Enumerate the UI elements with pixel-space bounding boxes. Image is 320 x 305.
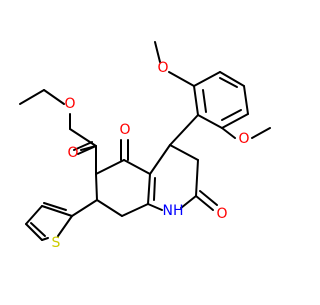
bond (221, 113, 249, 129)
bond (73, 141, 93, 151)
bond (180, 195, 197, 209)
bond (96, 199, 123, 217)
atom-labels: O O O O O O NH S (52, 60, 250, 251)
bond (69, 128, 97, 147)
bond (43, 89, 65, 105)
bond (199, 190, 218, 206)
bond (197, 114, 223, 129)
oxygen-atom-label: O (67, 145, 78, 161)
bond (243, 85, 249, 115)
bond (147, 203, 163, 211)
bond (193, 71, 221, 87)
bonds (19, 41, 271, 241)
bond (202, 89, 207, 113)
bond (121, 203, 149, 217)
nitrogen-atom-label: NH (163, 203, 184, 219)
bond (95, 159, 125, 175)
bond (71, 199, 98, 217)
bond (154, 41, 161, 63)
bond (221, 109, 242, 121)
bond (168, 71, 195, 87)
bond (19, 89, 45, 105)
bond (195, 195, 214, 211)
molecule-structure: O O O O O O NH S (19, 41, 271, 251)
bond (219, 77, 238, 88)
oxygen-atom-label: O (119, 122, 130, 138)
oxygen-atom-label: O (64, 96, 75, 112)
bond (153, 177, 156, 201)
bond (169, 144, 199, 161)
bond (25, 223, 43, 241)
bond (57, 215, 73, 237)
bond (221, 127, 236, 139)
bond (149, 144, 171, 175)
bond (147, 173, 151, 205)
oxygen-atom-label: O (157, 60, 168, 76)
oxygen-atom-label: O (216, 206, 227, 222)
bond (43, 202, 67, 211)
oxygen-atom-label: O (238, 131, 249, 147)
bond (219, 71, 245, 87)
bond (77, 145, 97, 155)
bond (30, 222, 46, 237)
structure-canvas: O O O O O O NH S (19, 41, 271, 251)
bond (41, 205, 73, 217)
bond (251, 127, 271, 139)
bond (41, 237, 49, 241)
bond (195, 159, 199, 197)
bond (193, 85, 199, 116)
bond (169, 114, 199, 146)
sulfur-atom-label: S (52, 235, 61, 251)
bond (25, 205, 43, 225)
bond (95, 173, 98, 201)
bond (123, 159, 151, 175)
